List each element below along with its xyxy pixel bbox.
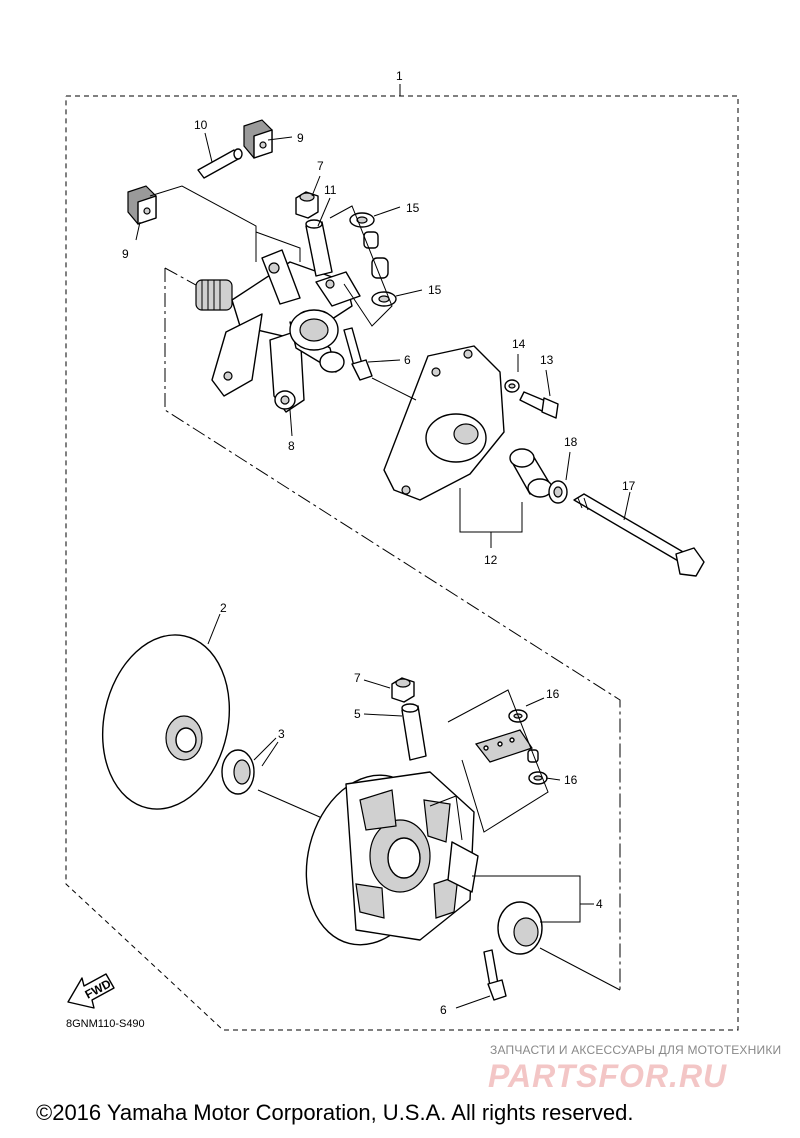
spider-assembly bbox=[195, 249, 361, 413]
washer-part-15-upper bbox=[349, 212, 375, 228]
callout-6-lower: 6 bbox=[440, 1003, 447, 1017]
leader-line bbox=[371, 377, 417, 401]
callout-12: 12 bbox=[484, 553, 498, 567]
bracket-line bbox=[459, 488, 523, 533]
leader-line bbox=[257, 789, 323, 819]
pin-part-10 bbox=[197, 148, 243, 179]
callout-11: 11 bbox=[324, 183, 337, 197]
callout-13: 13 bbox=[540, 353, 554, 367]
nut-part-7-upper bbox=[295, 191, 319, 219]
callout-14: 14 bbox=[512, 337, 526, 351]
bolt-part-6-lower bbox=[483, 949, 507, 1001]
callout-9-upper: 9 bbox=[297, 131, 304, 145]
bracket-line bbox=[472, 875, 581, 923]
callout-18: 18 bbox=[564, 435, 578, 449]
callout-16-lower: 16 bbox=[564, 773, 578, 787]
callout-8: 8 bbox=[288, 439, 295, 453]
callout-10: 10 bbox=[194, 118, 208, 132]
sleeve-part-5 bbox=[401, 703, 427, 761]
bushing-parts bbox=[363, 231, 389, 279]
block-part-9-upper bbox=[243, 119, 273, 159]
callout-5: 5 bbox=[354, 707, 361, 721]
movable-sheave-assembly bbox=[305, 771, 479, 946]
callout-1: 1 bbox=[396, 69, 403, 83]
bracket-line bbox=[255, 231, 301, 262]
callout-9-lower: 9 bbox=[122, 247, 129, 261]
fwd-arrow-icon: FWD bbox=[67, 973, 115, 1009]
bolt-part-6-upper bbox=[343, 327, 373, 381]
callout-4: 4 bbox=[596, 897, 603, 911]
bracket-line bbox=[447, 689, 549, 833]
callout-7-upper: 7 bbox=[317, 159, 324, 173]
bolt-part-13 bbox=[519, 391, 559, 419]
washer-part-14 bbox=[504, 379, 520, 393]
cover-plate bbox=[383, 345, 505, 501]
arm-weight bbox=[474, 729, 539, 763]
nut-part-7-lower bbox=[391, 677, 415, 703]
callout-16-upper: 16 bbox=[546, 687, 560, 701]
washer-part-15-lower bbox=[371, 291, 397, 307]
diagram-code: 8GNM110-S490 bbox=[66, 1018, 145, 1030]
callout-17: 17 bbox=[622, 479, 636, 493]
watermark-tagline: ЗАПЧАСТИ И АКСЕССУАРЫ ДЛЯ МОТОТЕХНИКИ bbox=[490, 1043, 782, 1057]
bushing-part-12 bbox=[509, 448, 553, 498]
callout-7-lower: 7 bbox=[354, 671, 361, 685]
bearing-part-4 bbox=[497, 901, 543, 955]
leader-line bbox=[539, 947, 621, 991]
callout-3: 3 bbox=[278, 727, 285, 741]
assembly-frame bbox=[65, 95, 739, 1031]
copyright-notice: ©2016 Yamaha Motor Corporation, U.S.A. A… bbox=[36, 1100, 634, 1125]
bracket-line bbox=[149, 185, 257, 262]
callout-6-upper: 6 bbox=[404, 353, 411, 367]
subassembly-outline bbox=[164, 268, 621, 990]
watermark-logo: PARTSFOR.RU bbox=[488, 1058, 728, 1094]
washer-part-18 bbox=[548, 480, 568, 504]
block-part-9-lower bbox=[127, 185, 157, 225]
bracket-line bbox=[429, 795, 463, 841]
callout-2: 2 bbox=[220, 601, 227, 615]
bracket-line bbox=[329, 205, 393, 327]
callout-15-upper: 15 bbox=[406, 201, 420, 215]
collar-part-3 bbox=[221, 749, 255, 795]
sleeve-part-11 bbox=[305, 219, 333, 277]
bolt-part-17 bbox=[573, 493, 705, 577]
callout-15-lower: 15 bbox=[428, 283, 442, 297]
leader-lines bbox=[135, 132, 631, 1009]
sheave-part-2 bbox=[101, 634, 231, 810]
